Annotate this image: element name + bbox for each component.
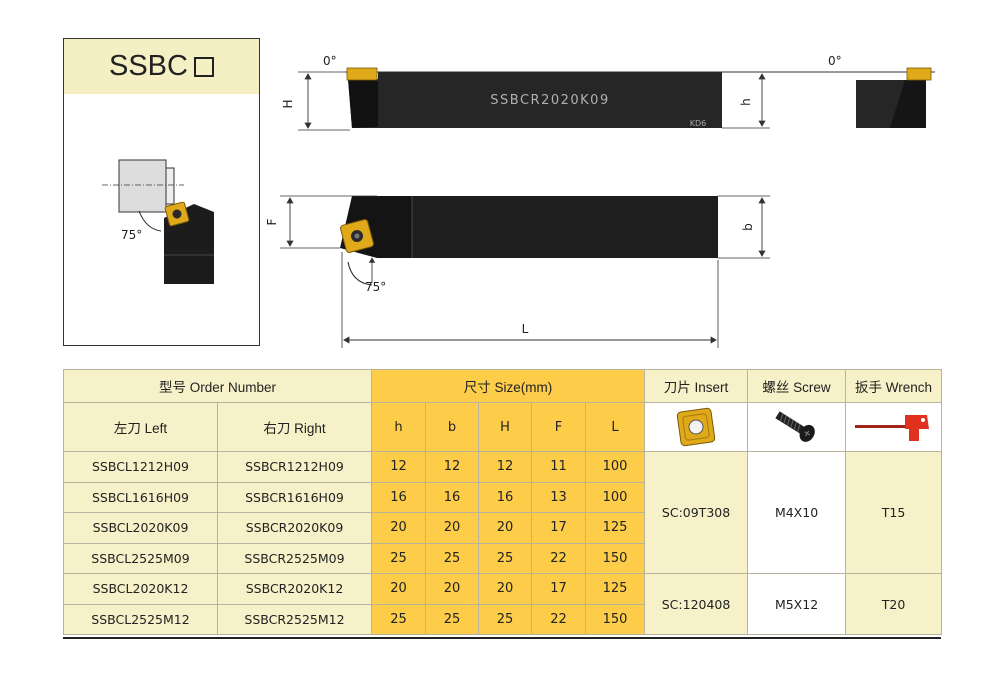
screw-icon	[774, 411, 815, 442]
header-left: 左刀 Left	[63, 402, 218, 452]
group-1-insert: SC:09T308	[644, 451, 749, 574]
schematic-angle-label: 75°	[121, 228, 142, 242]
dim-F-label: F	[265, 218, 279, 225]
row-2-right: SSBCR1616H09	[217, 481, 372, 513]
dim-H-label: H	[281, 99, 295, 108]
row-4-right: SSBCR2525M09	[217, 542, 372, 574]
dim-b-label: b	[741, 223, 755, 231]
row-5-H: 20	[478, 573, 532, 605]
header-insert: 刀片 Insert	[644, 369, 749, 403]
header-col-b: b	[425, 402, 479, 452]
row-6-H: 25	[478, 603, 532, 635]
top-angle-left: 0°	[323, 54, 337, 68]
group-2-wrench: T20	[845, 573, 943, 635]
header-col-h: h	[371, 402, 426, 452]
row-3-right: SSBCR2020K09	[217, 512, 372, 544]
row-5-h: 20	[371, 573, 426, 605]
row-4-left: SSBCL2525M09	[63, 542, 218, 574]
schematic-panel: 75°	[63, 94, 260, 346]
row-1-b: 12	[425, 451, 479, 483]
dim-h-label: h	[739, 98, 753, 106]
row-4-F: 22	[531, 542, 586, 574]
row-4-L: 150	[584, 542, 646, 574]
workpiece-step	[165, 167, 175, 205]
row-1-H: 12	[478, 451, 532, 483]
group-1-wrench: T15	[845, 451, 943, 574]
row-6-b: 25	[425, 603, 479, 635]
row-3-b: 20	[425, 512, 479, 544]
row-2-h: 16	[371, 481, 426, 513]
header-size: 尺寸 Size(mm)	[370, 369, 646, 403]
header-wrench: 扳手 Wrench	[845, 369, 943, 403]
product-title: SSBC	[63, 38, 260, 95]
row-3-F: 17	[531, 512, 586, 544]
tool-body-marking: SSBCR2020K09	[490, 93, 609, 108]
tool-brand-mark: KD6	[690, 119, 707, 128]
group-2-insert: SC:120408	[644, 573, 749, 635]
workpiece-shape	[118, 159, 167, 213]
header-order-number: 型号 Order Number	[63, 369, 372, 403]
row-1-L: 100	[584, 451, 646, 483]
row-1-F: 11	[531, 451, 586, 483]
top-angle-right: 0°	[828, 54, 842, 68]
row-2-left: SSBCL1616H09	[63, 481, 218, 513]
schematic-angle-arc	[138, 210, 162, 232]
row-2-b: 16	[425, 481, 479, 513]
row-3-left: SSBCL2020K09	[63, 512, 218, 544]
row-6-F: 22	[531, 603, 586, 635]
header-right: 右刀 Right	[217, 402, 372, 452]
row-1-right: SSBCR1212H09	[217, 451, 372, 483]
row-6-right: SSBCR2525M12	[217, 603, 372, 635]
row-1-left: SSBCL1212H09	[63, 451, 218, 483]
square-symbol	[193, 56, 214, 77]
row-5-right: SSBCR2020K12	[217, 573, 372, 605]
row-3-H: 20	[478, 512, 532, 544]
schematic-insert	[164, 201, 190, 227]
spec-table: 型号 Order Number 尺寸 Size(mm) 刀片 Insert 螺丝…	[63, 369, 943, 635]
insert-icon	[676, 407, 716, 447]
header-screw: 螺丝 Screw	[747, 369, 847, 403]
side-angle-label: 75°	[365, 280, 386, 294]
header-col-L: L	[584, 402, 646, 452]
row-4-H: 25	[478, 542, 532, 574]
tool-drawings: 0° 0° SSBCR2020K09 KD6 H h F b 75° L	[265, 54, 935, 348]
top-view-end-head	[890, 80, 926, 128]
row-6-h: 25	[371, 603, 426, 635]
header-col-F: F	[531, 402, 586, 452]
row-6-L: 150	[584, 603, 646, 635]
top-view-end-insert	[906, 67, 932, 81]
row-2-L: 100	[584, 481, 646, 513]
wrench-image-cell	[845, 402, 943, 452]
row-4-h: 25	[371, 542, 426, 574]
insert-image-cell	[644, 402, 749, 452]
top-view-insert	[346, 67, 378, 81]
schematic-drawing: 75°	[102, 159, 214, 284]
row-1-h: 12	[371, 451, 426, 483]
top-view-shank	[378, 72, 722, 128]
row-5-F: 17	[531, 573, 586, 605]
row-4-b: 25	[425, 542, 479, 574]
row-2-F: 13	[531, 481, 586, 513]
header-col-H: H	[478, 402, 532, 452]
row-5-left: SSBCL2020K12	[63, 573, 218, 605]
screw-image-cell	[747, 402, 847, 452]
dim-L-label: L	[522, 322, 529, 336]
row-5-b: 20	[425, 573, 479, 605]
row-5-L: 125	[584, 573, 646, 605]
table-bottom-rule	[63, 637, 941, 639]
product-title-text: SSBC	[109, 50, 188, 82]
row-3-h: 20	[371, 512, 426, 544]
group-1-screw: M4X10	[747, 451, 847, 574]
group-2-screw: M5X12	[747, 573, 847, 635]
wrench-icon	[854, 415, 929, 441]
side-view-shank	[377, 196, 718, 258]
row-3-L: 125	[584, 512, 646, 544]
row-6-left: SSBCL2525M12	[63, 603, 218, 635]
side-view-insert	[340, 219, 374, 253]
row-2-H: 16	[478, 481, 532, 513]
